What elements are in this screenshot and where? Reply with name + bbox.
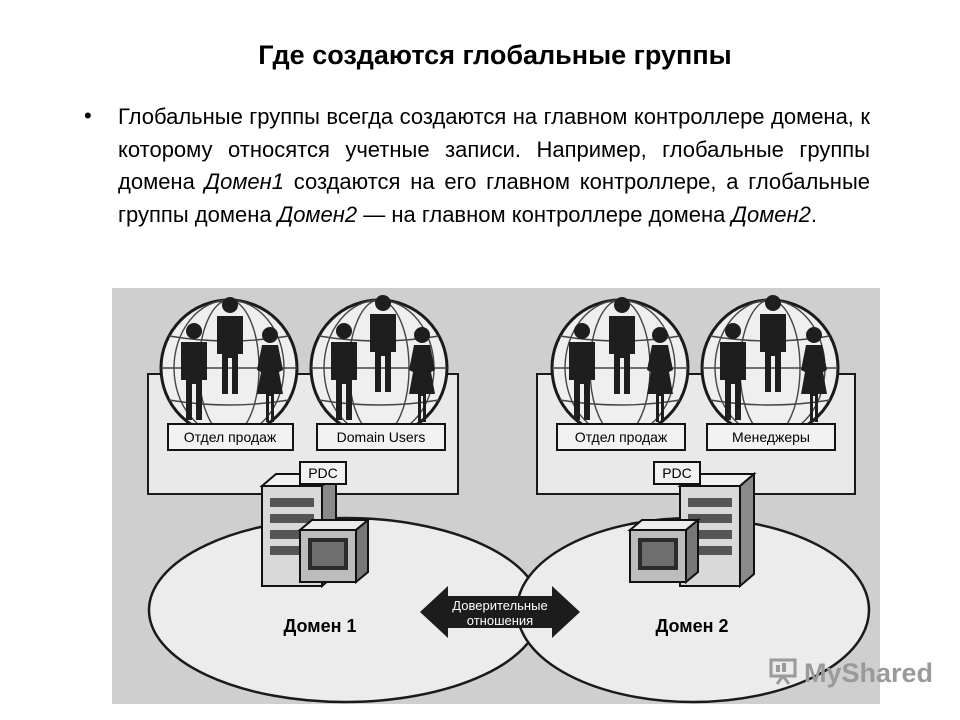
domain2-name-again: Домен2 <box>731 201 811 227</box>
pdc-label-right: PDC <box>662 465 692 481</box>
monitor-icon <box>629 519 699 583</box>
domain1-name: Домен1 <box>204 169 284 194</box>
bullet-text-1: Глобальные группы всегда создаются на гл… <box>118 104 870 194</box>
watermark-text: MyShared <box>804 657 934 688</box>
monitor-icon <box>299 519 369 583</box>
group-label-sales-2: Отдел продаж <box>575 429 668 445</box>
bullet-text-2: создаются на его главном контроллере, а … <box>118 169 870 227</box>
trust-label-line1: Доверительные <box>452 598 547 613</box>
bullet-text-3: — на главном контроллере домена <box>357 201 732 227</box>
bullet-marker: • <box>84 103 92 128</box>
group-label-domain-users: Domain Users <box>337 429 426 445</box>
domain2-name: Домен2 <box>277 201 358 227</box>
bullet-paragraph: Глобальные группы всегда создаются на гл… <box>118 101 870 231</box>
domain2-label: Домен 2 <box>655 616 728 636</box>
domain1-label: Домен 1 <box>283 616 356 636</box>
presentation-board-icon <box>768 656 798 691</box>
group-label-managers: Менеджеры <box>732 429 810 445</box>
watermark: MyShared <box>768 656 933 690</box>
domain-diagram: Отдел продаж Domain Users Отдел продаж М… <box>112 288 880 704</box>
group-label-sales-1: Отдел продаж <box>184 429 277 445</box>
trust-label-line2: отношения <box>467 613 533 628</box>
trust-arrow <box>420 586 580 638</box>
slide-title: Где создаются глобальные группы <box>258 40 732 70</box>
bullet-text-4: . <box>810 201 817 227</box>
pdc-label-left: PDC <box>308 465 338 481</box>
